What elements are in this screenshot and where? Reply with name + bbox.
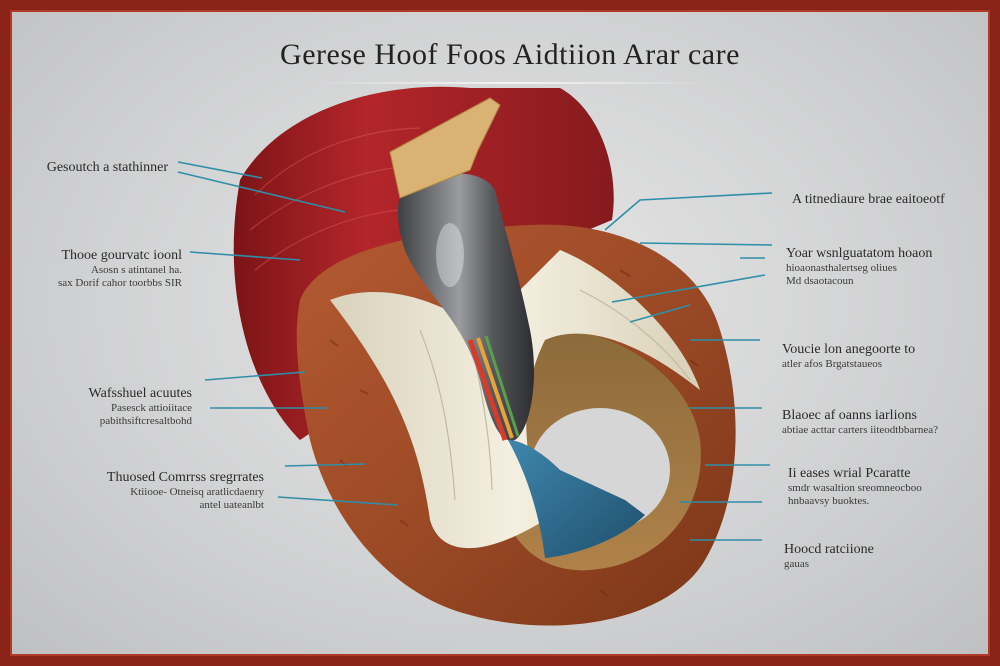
label-right-6-main: Hoocd ratciione [784, 542, 874, 557]
label-right-5: Ii eases wrial Pcaratte smdr wasaltion s… [788, 466, 922, 507]
label-left-3-main: Wafsshuel acuutes [88, 386, 192, 401]
label-right-2-main: Yoar wsnlguatatom hoaon [786, 246, 933, 261]
label-right-2-sub-1: hioaonasthalertseg oliues [786, 262, 897, 275]
label-right-5-sub-1: smdr wasaltion sreomneocboo [788, 482, 922, 495]
label-right-6-sub-1: gauas [784, 558, 810, 571]
label-left-2: Thooe gourvatc ioonl Asosn s atintanel h… [58, 248, 182, 289]
diagram-title: Gerese Hoof Foos Aidtiion Arar care [280, 38, 740, 71]
label-right-2: Yoar wsnlguatatom hoaon hioaonasthalerts… [786, 246, 932, 287]
label-right-4-main: Blaoec af oanns iarlions [782, 408, 917, 423]
label-right-3: Voucie lon anegoorte to atler afos Brgat… [782, 342, 915, 371]
label-right-4: Blaoec af oanns iarlions abtiae acttar c… [782, 408, 938, 437]
label-right-2-sub-2: Md dsaotacoun [786, 274, 854, 287]
label-right-6: Hoocd ratciione gauas [784, 542, 874, 571]
label-left-3-sub-2: pabithsiftcresaltbohd [99, 414, 192, 427]
horn-cap [389, 97, 501, 199]
label-left-4-sub-1: Ktiiooe- Otneisq aratlicdaenry [130, 486, 264, 499]
leader-lines [177, 161, 773, 541]
label-right-1-main: A titnediaure brae eaitoeotf [792, 192, 945, 207]
label-right-4-sub-1: abtiae acttar carters iiteodtbbarnea? [782, 424, 939, 437]
label-left-3-sub-1: Pasesck attioiitace [111, 402, 192, 415]
nerve-stripes [467, 339, 508, 441]
label-right-1: A titnediaure brae eaitoeotf [792, 192, 945, 208]
label-left-4: Thuosed Comrrss sregrrates Ktiiooe- Otne… [107, 470, 264, 511]
label-right-5-sub-2: hnbaavsy buoktes. [788, 494, 870, 507]
label-right-3-sub-1: atler afos Brgatstaueos [782, 358, 882, 371]
label-left-4-main: Thuosed Comrrss sregrrates [106, 470, 264, 485]
metal-pin [397, 173, 535, 441]
label-left-2-sub-2: sax Dorif cahor toorbbs SIR [57, 276, 182, 289]
label-left-3: Wafsshuel acuutes Pasesck attioiitace pa… [89, 386, 192, 427]
label-left-2-main: Thooe gourvatc ioonl [61, 248, 182, 263]
hoof-illustration [177, 86, 773, 626]
label-right-3-main: Voucie lon anegoorte to [782, 342, 916, 357]
label-left-4-sub-2: antel uateanlbt [199, 498, 264, 511]
blue-tissue [508, 440, 645, 558]
label-left-2-sub-1: Asosn s atintanel ha. [90, 264, 182, 277]
label-right-5-main: Ii eases wrial Pcaratte [788, 466, 911, 481]
metal-highlight [436, 223, 464, 287]
label-left-1-main: Gesoutch a stathinner [46, 160, 168, 175]
title-underline [310, 82, 710, 84]
label-left-1: Gesoutch a stathinner [47, 160, 168, 176]
